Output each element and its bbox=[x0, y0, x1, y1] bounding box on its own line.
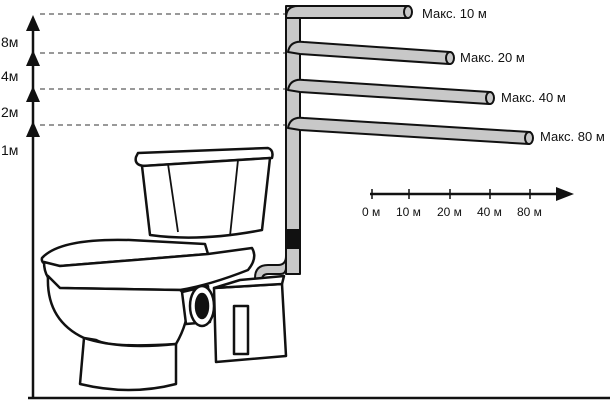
axis-arrow-4m bbox=[26, 50, 40, 66]
pipe-end-40m bbox=[485, 91, 495, 105]
height-axis bbox=[26, 15, 610, 400]
distance-label-10: 10 м bbox=[396, 205, 421, 219]
pipe-branch-20m bbox=[287, 40, 451, 65]
height-label-8m: 8м bbox=[1, 34, 18, 50]
pipe-system bbox=[254, 5, 534, 289]
height-label-2m: 2м bbox=[1, 104, 18, 120]
tank-seam-right bbox=[229, 159, 239, 237]
toilet bbox=[40, 146, 274, 392]
axis-arrow-2m bbox=[26, 86, 40, 102]
pump-front-panel bbox=[232, 304, 250, 356]
pipe-label-10m: Макс. 10 м bbox=[422, 6, 487, 21]
height-labels: 8м 4м 2м 1м bbox=[1, 34, 18, 158]
riser-pipe-dark-band bbox=[285, 229, 301, 249]
pipe-end-10m bbox=[403, 5, 413, 19]
distance-label-20: 20 м bbox=[437, 205, 462, 219]
distance-axis-arrow bbox=[556, 187, 574, 201]
toilet-tank bbox=[140, 156, 272, 239]
pump-inlet-coupling-inner bbox=[194, 292, 210, 320]
tank-seam-left bbox=[167, 163, 179, 233]
toilet-pedestal bbox=[78, 336, 178, 392]
distance-scale bbox=[370, 187, 574, 201]
height-label-1m: 1м bbox=[1, 142, 18, 158]
axis-arrow-1m bbox=[26, 121, 40, 137]
distance-label-80: 80 м bbox=[517, 205, 542, 219]
pump-top bbox=[212, 274, 286, 290]
pipe-branch-40m bbox=[287, 78, 491, 105]
pipe-branch-80m bbox=[287, 116, 531, 145]
macerator-pump bbox=[188, 274, 288, 364]
distance-labels: 0 м 10 м 20 м 40 м 80 м bbox=[362, 205, 542, 219]
pipe-label-80m: Макс. 80 м bbox=[540, 129, 605, 144]
height-guides bbox=[40, 13, 290, 126]
axis-arrow-8m bbox=[26, 15, 40, 31]
pump-housing bbox=[212, 282, 288, 364]
distance-label-0: 0 м bbox=[362, 205, 380, 219]
height-label-4m: 4м bbox=[1, 68, 18, 84]
pipe-branch-10m bbox=[285, 5, 409, 19]
distance-label-40: 40 м bbox=[477, 205, 502, 219]
pipe-end-20m bbox=[445, 51, 455, 65]
pipe-end-80m bbox=[524, 131, 534, 145]
pipe-label-20m: Макс. 20 м bbox=[460, 50, 525, 65]
pipe-labels: Макс. 10 м Макс. 20 м Макс. 40 м Макс. 8… bbox=[422, 6, 605, 144]
pipe-label-40m: Макс. 40 м bbox=[501, 90, 566, 105]
